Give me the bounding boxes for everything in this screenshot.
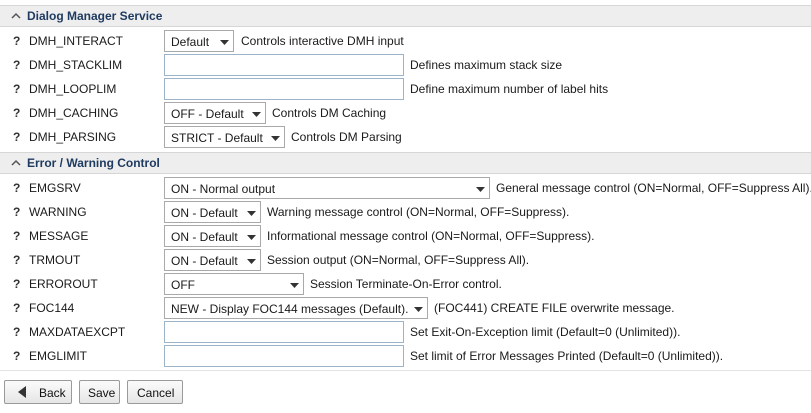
help-icon[interactable]: ?	[13, 325, 21, 339]
help-icon[interactable]: ?	[13, 181, 21, 195]
param-name: DMH_CACHING	[29, 106, 119, 120]
param-description: Controls DM Parsing	[291, 130, 402, 144]
dmh-parsing-select[interactable]: STRICT - Default	[164, 126, 285, 148]
param-row-emglimit: ? EMGLIMIT Set limit of Error Messages P…	[0, 344, 811, 368]
chevron-up-icon	[11, 12, 21, 19]
param-name: TRMOUT	[29, 253, 81, 267]
param-row-dmh-looplim: ? DMH_LOOPLIM Define maximum number of l…	[0, 77, 811, 101]
back-arrow-icon	[18, 386, 26, 398]
divider	[0, 370, 811, 371]
param-description: Session output (ON=Normal, OFF=Suppress …	[267, 253, 530, 267]
select-value: ON - Normal output	[171, 182, 276, 196]
param-description: Defines maximum stack size	[410, 58, 563, 72]
param-description: Controls DM Caching	[272, 106, 387, 120]
param-description: Set limit of Error Messages Printed (Def…	[410, 349, 724, 363]
maxdataexcpt-input[interactable]	[164, 321, 404, 343]
param-row-dmh-stacklim: ? DMH_STACKLIM Defines maximum stack siz…	[0, 53, 811, 77]
dmh-caching-select[interactable]: OFF - Default	[164, 102, 266, 124]
param-row-dmh-caching: ? DMH_CACHING OFF - Default Controls DM …	[0, 101, 811, 125]
message-select[interactable]: ON - Default	[164, 225, 261, 247]
dmh-stacklim-input[interactable]	[164, 54, 404, 76]
dropdown-arrow-icon	[414, 307, 423, 312]
select-value: Default	[171, 35, 210, 49]
help-icon[interactable]: ?	[13, 82, 21, 96]
param-row-errorout: ? ERROROUT OFF Session Terminate-On-Erro…	[0, 272, 811, 296]
dropdown-arrow-icon	[476, 187, 485, 192]
param-row-dmh-parsing: ? DMH_PARSING STRICT - Default Controls …	[0, 125, 811, 149]
select-value: NEW - Display FOC144 messages (Default).	[171, 302, 409, 316]
param-row-warning: ? WARNING ON - Default Warning message c…	[0, 200, 811, 224]
errorout-select[interactable]: OFF	[164, 273, 304, 295]
param-description: (FOC441) CREATE FILE overwrite message.	[434, 301, 675, 315]
foc144-select[interactable]: NEW - Display FOC144 messages (Default).	[164, 297, 428, 319]
help-icon[interactable]: ?	[13, 106, 21, 120]
param-description: Set Exit-On-Exception limit (Default=0 (…	[410, 325, 681, 339]
param-description: Informational message control (ON=Normal…	[267, 229, 595, 243]
param-row-maxdataexcpt: ? MAXDATAEXCPT Set Exit-On-Exception lim…	[0, 320, 811, 344]
emglimit-input[interactable]	[164, 345, 404, 367]
trmout-select[interactable]: ON - Default	[164, 249, 261, 271]
param-name: MAXDATAEXCPT	[29, 325, 126, 339]
param-name: DMH_LOOPLIM	[29, 82, 117, 96]
param-name: MESSAGE	[29, 229, 89, 243]
section-title: Dialog Manager Service	[27, 9, 163, 23]
help-icon[interactable]: ?	[13, 277, 21, 291]
select-value: OFF	[171, 278, 195, 292]
param-name: EMGLIMIT	[29, 349, 88, 363]
param-name: FOC144	[29, 301, 75, 315]
param-name: DMH_PARSING	[29, 130, 117, 144]
chevron-up-icon	[11, 159, 21, 166]
help-icon[interactable]: ?	[13, 301, 21, 315]
param-row-emgsrv: ? EMGSRV ON - Normal output General mess…	[0, 176, 811, 200]
param-description: Session Terminate-On-Error control.	[310, 277, 502, 291]
back-button[interactable]: Back	[4, 380, 72, 404]
dmh-looplim-input[interactable]	[164, 78, 404, 100]
select-value: OFF - Default	[171, 107, 244, 121]
param-name: DMH_STACKLIM	[29, 58, 123, 72]
help-icon[interactable]: ?	[13, 229, 21, 243]
select-value: ON - Default	[171, 230, 238, 244]
select-value: ON - Default	[171, 206, 238, 220]
section-header-dialog-manager[interactable]: Dialog Manager Service	[0, 5, 811, 27]
button-label: Cancel	[137, 386, 175, 400]
param-name: DMH_INTERACT	[29, 34, 124, 48]
dropdown-arrow-icon	[290, 283, 299, 288]
select-value: ON - Default	[171, 254, 238, 268]
select-value: STRICT - Default	[171, 131, 263, 145]
param-name: WARNING	[29, 205, 87, 219]
help-icon[interactable]: ?	[13, 253, 21, 267]
param-description: Define maximum number of label hits	[410, 82, 609, 96]
dropdown-arrow-icon	[220, 40, 229, 45]
section-header-error-warning[interactable]: Error / Warning Control	[0, 152, 811, 174]
help-icon[interactable]: ?	[13, 34, 21, 48]
warning-select[interactable]: ON - Default	[164, 201, 261, 223]
param-description: General message control (ON=Normal, OFF=…	[496, 181, 811, 195]
cancel-button[interactable]: Cancel	[127, 380, 183, 404]
emgsrv-select[interactable]: ON - Normal output	[164, 177, 490, 199]
button-label: Back	[39, 386, 66, 400]
param-name: ERROROUT	[29, 277, 98, 291]
param-row-foc144: ? FOC144 NEW - Display FOC144 messages (…	[0, 296, 811, 320]
dropdown-arrow-icon	[252, 112, 261, 117]
help-icon[interactable]: ?	[13, 130, 21, 144]
save-button[interactable]: Save	[79, 380, 120, 404]
help-icon[interactable]: ?	[13, 58, 21, 72]
button-label: Save	[88, 386, 116, 400]
dropdown-arrow-icon	[247, 211, 256, 216]
help-icon[interactable]: ?	[13, 349, 21, 363]
dmh-interact-select[interactable]: Default	[164, 30, 234, 52]
param-row-message: ? MESSAGE ON - Default Informational mes…	[0, 224, 811, 248]
help-icon[interactable]: ?	[13, 205, 21, 219]
dropdown-arrow-icon	[247, 235, 256, 240]
param-description: Controls interactive DMH input	[241, 34, 404, 48]
dropdown-arrow-icon	[271, 136, 280, 141]
param-name: EMGSRV	[29, 181, 81, 195]
dropdown-arrow-icon	[247, 259, 256, 264]
param-row-dmh-interact: ? DMH_INTERACT Default Controls interact…	[0, 29, 811, 53]
param-row-trmout: ? TRMOUT ON - Default Session output (ON…	[0, 248, 811, 272]
param-description: Warning message control (ON=Normal, OFF=…	[267, 205, 570, 219]
section-title: Error / Warning Control	[27, 156, 160, 170]
